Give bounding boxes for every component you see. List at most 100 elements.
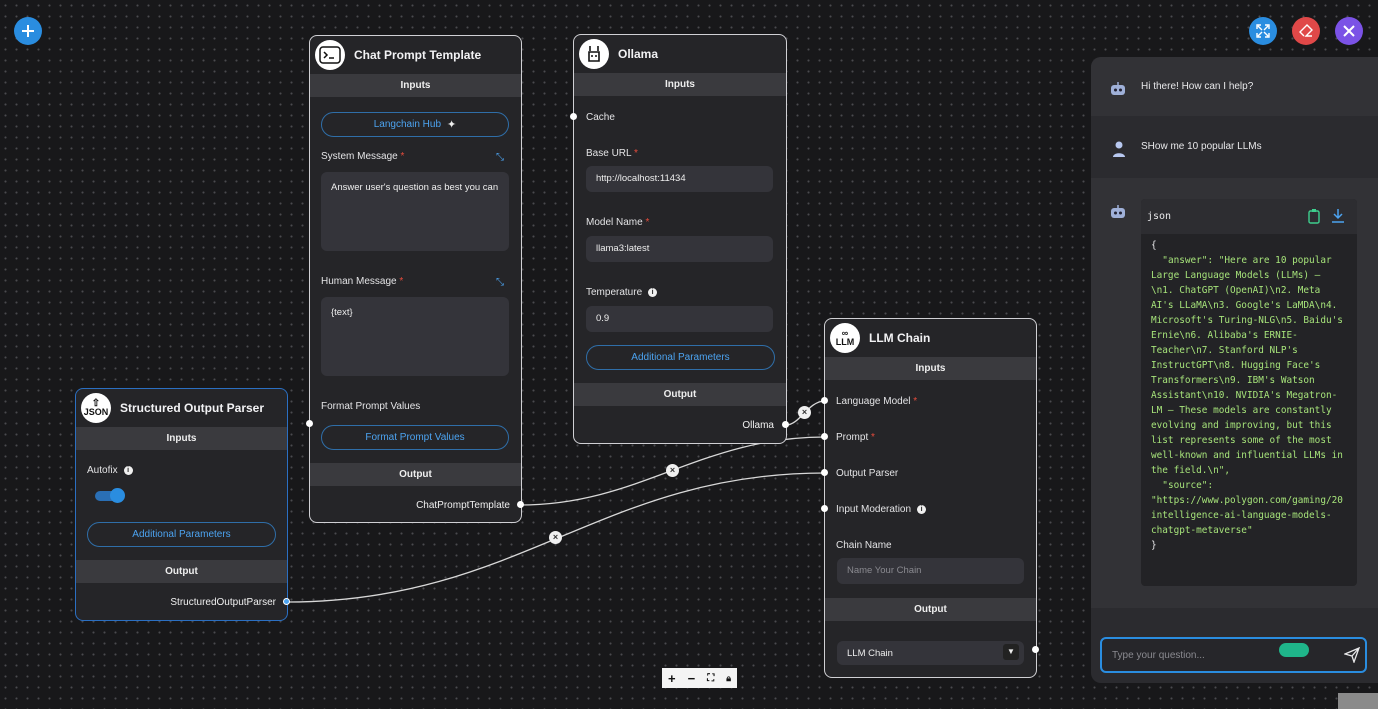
model-name-field[interactable]: llama3:latest [586, 236, 773, 262]
chat-panel: Hi there! How can I help? SHow me 10 pop… [1091, 57, 1378, 683]
expand-icon[interactable]: ⤡ [496, 277, 504, 288]
chat-input-placeholder: Type your question... [1112, 650, 1205, 661]
llama-icon [579, 39, 609, 69]
node-header: ⇧JSON Structured Output Parser [76, 389, 287, 427]
ollama-cache-handle[interactable] [570, 113, 577, 120]
clear-chat-button[interactable] [1292, 17, 1320, 45]
output-name: Ollama [742, 420, 774, 431]
scroll-corner [1338, 693, 1378, 709]
base-url-field[interactable]: http://localhost:11434 [586, 166, 773, 192]
llm-output-parser-handle[interactable] [821, 469, 828, 476]
code-line: { [1151, 240, 1157, 251]
output-header: Output [825, 598, 1036, 621]
autofix-toggle[interactable] [95, 488, 125, 503]
json-icon: ⇧JSON [81, 393, 111, 423]
langchain-hub-label: Langchain Hub [373, 119, 442, 130]
robot-icon [1109, 204, 1127, 225]
human-message-label: Human Message * [321, 276, 404, 287]
info-icon: i [917, 504, 927, 514]
robot-icon [1109, 81, 1127, 102]
node-header: Chat Prompt Template [310, 36, 521, 74]
chat-prompt-input-handle[interactable] [306, 420, 313, 427]
fit-view-icon[interactable]: ⛶ [707, 672, 715, 684]
grammarly-icon [1279, 643, 1309, 657]
output-select-value: LLM Chain [847, 648, 893, 659]
ollama-output-handle[interactable] [782, 421, 789, 428]
additional-parameters-button[interactable]: Additional Parameters [87, 522, 276, 547]
prompt-label: Prompt * [836, 432, 875, 443]
user-message: SHow me 10 popular LLMs [1091, 116, 1378, 178]
output-select[interactable]: LLM Chain ▼ [837, 641, 1024, 665]
additional-parameters-button[interactable]: Additional Parameters [586, 345, 775, 370]
inputs-header: Inputs [310, 74, 521, 97]
zoom-out-button[interactable]: − [687, 670, 696, 686]
plus-icon [22, 25, 34, 37]
format-prompt-values-label: Format Prompt Values [321, 401, 421, 412]
format-prompt-values-button[interactable]: Format Prompt Values [321, 425, 509, 450]
base-url-label: Base URL * [586, 148, 638, 159]
expand-icon [1256, 24, 1270, 38]
node-header: Ollama [574, 35, 786, 73]
output-header: Output [574, 383, 786, 406]
bot-message: json { "answer": "Here are 10 popular La… [1091, 178, 1378, 608]
llm-chain-node[interactable]: ∞LLM LLM Chain Inputs Language Model * P… [824, 318, 1037, 678]
chain-name-input[interactable]: Name Your Chain [837, 558, 1024, 584]
temperature-field[interactable]: 0.9 [586, 306, 773, 332]
delete-edge-button[interactable]: × [798, 406, 811, 419]
node-title: Structured Output Parser [120, 401, 265, 415]
llm-output-handle[interactable] [1032, 646, 1039, 653]
delete-edge-button[interactable]: × [666, 464, 679, 477]
chat-prompt-output-handle[interactable] [517, 501, 524, 508]
lock-icon[interactable]: 🔒︎ [726, 672, 731, 683]
language-model-label: Language Model * [836, 396, 918, 407]
delete-edge-button[interactable]: × [549, 531, 562, 544]
output-name: StructuredOutputParser [170, 597, 276, 608]
llm-icon: ∞LLM [830, 323, 860, 353]
canvas-controls: + − ⛶ 🔒︎ [662, 668, 737, 688]
system-message-field[interactable]: Answer user's question as best you can [321, 172, 509, 251]
output-parser-label: Output Parser [836, 468, 899, 479]
code-line: } [1151, 540, 1157, 551]
chat-prompt-template-node[interactable]: Chat Prompt Template Inputs Langchain Hu… [309, 35, 522, 523]
expand-chat-button[interactable] [1249, 17, 1277, 45]
cache-label: Cache [586, 112, 615, 123]
model-name-label: Model Name * [586, 217, 650, 228]
llm-prompt-handle[interactable] [821, 433, 828, 440]
code-content: { "answer": "Here are 10 popular Large L… [1141, 234, 1357, 557]
toggle-knob [110, 488, 125, 503]
node-title: Ollama [618, 47, 659, 61]
system-message-label: System Message * [321, 151, 405, 162]
magic-wand-icon: ✦ [447, 119, 457, 131]
message-text: Hi there! How can I help? [1141, 81, 1254, 92]
output-header: Output [310, 463, 521, 486]
chat-input-box[interactable]: Type your question... [1100, 637, 1367, 673]
eraser-icon [1299, 24, 1313, 37]
close-chat-button[interactable] [1335, 17, 1363, 45]
code-line: "source": "https://www.polygon.com/gamin… [1151, 480, 1349, 536]
chain-name-label: Chain Name [836, 540, 892, 551]
output-header: Output [76, 560, 287, 583]
add-node-button[interactable] [14, 17, 42, 45]
terminal-icon [315, 40, 345, 70]
download-icon[interactable] [1331, 208, 1345, 229]
zoom-in-button[interactable]: + [668, 670, 676, 686]
code-block: json { "answer": "Here are 10 popular La… [1141, 199, 1357, 586]
chevron-down-icon: ▼ [1003, 644, 1019, 660]
langchain-hub-button[interactable]: Langchain Hub ✦ [321, 112, 509, 137]
structured-output-parser-node[interactable]: ⇧JSON Structured Output Parser Inputs Au… [75, 388, 288, 621]
code-language: json [1147, 211, 1172, 222]
human-message-field[interactable]: {text} [321, 297, 509, 376]
ollama-node[interactable]: Ollama Inputs Cache Base URL * http://lo… [573, 34, 787, 444]
send-icon[interactable] [1343, 646, 1361, 668]
close-icon [1343, 25, 1355, 37]
info-icon: i [123, 465, 133, 475]
expand-icon[interactable]: ⤡ [496, 152, 504, 163]
parser-output-handle[interactable] [283, 598, 290, 605]
inputs-header: Inputs [825, 357, 1036, 380]
llm-input-moderation-handle[interactable] [821, 505, 828, 512]
llm-language-model-handle[interactable] [821, 397, 828, 404]
copy-icon[interactable] [1307, 208, 1321, 229]
